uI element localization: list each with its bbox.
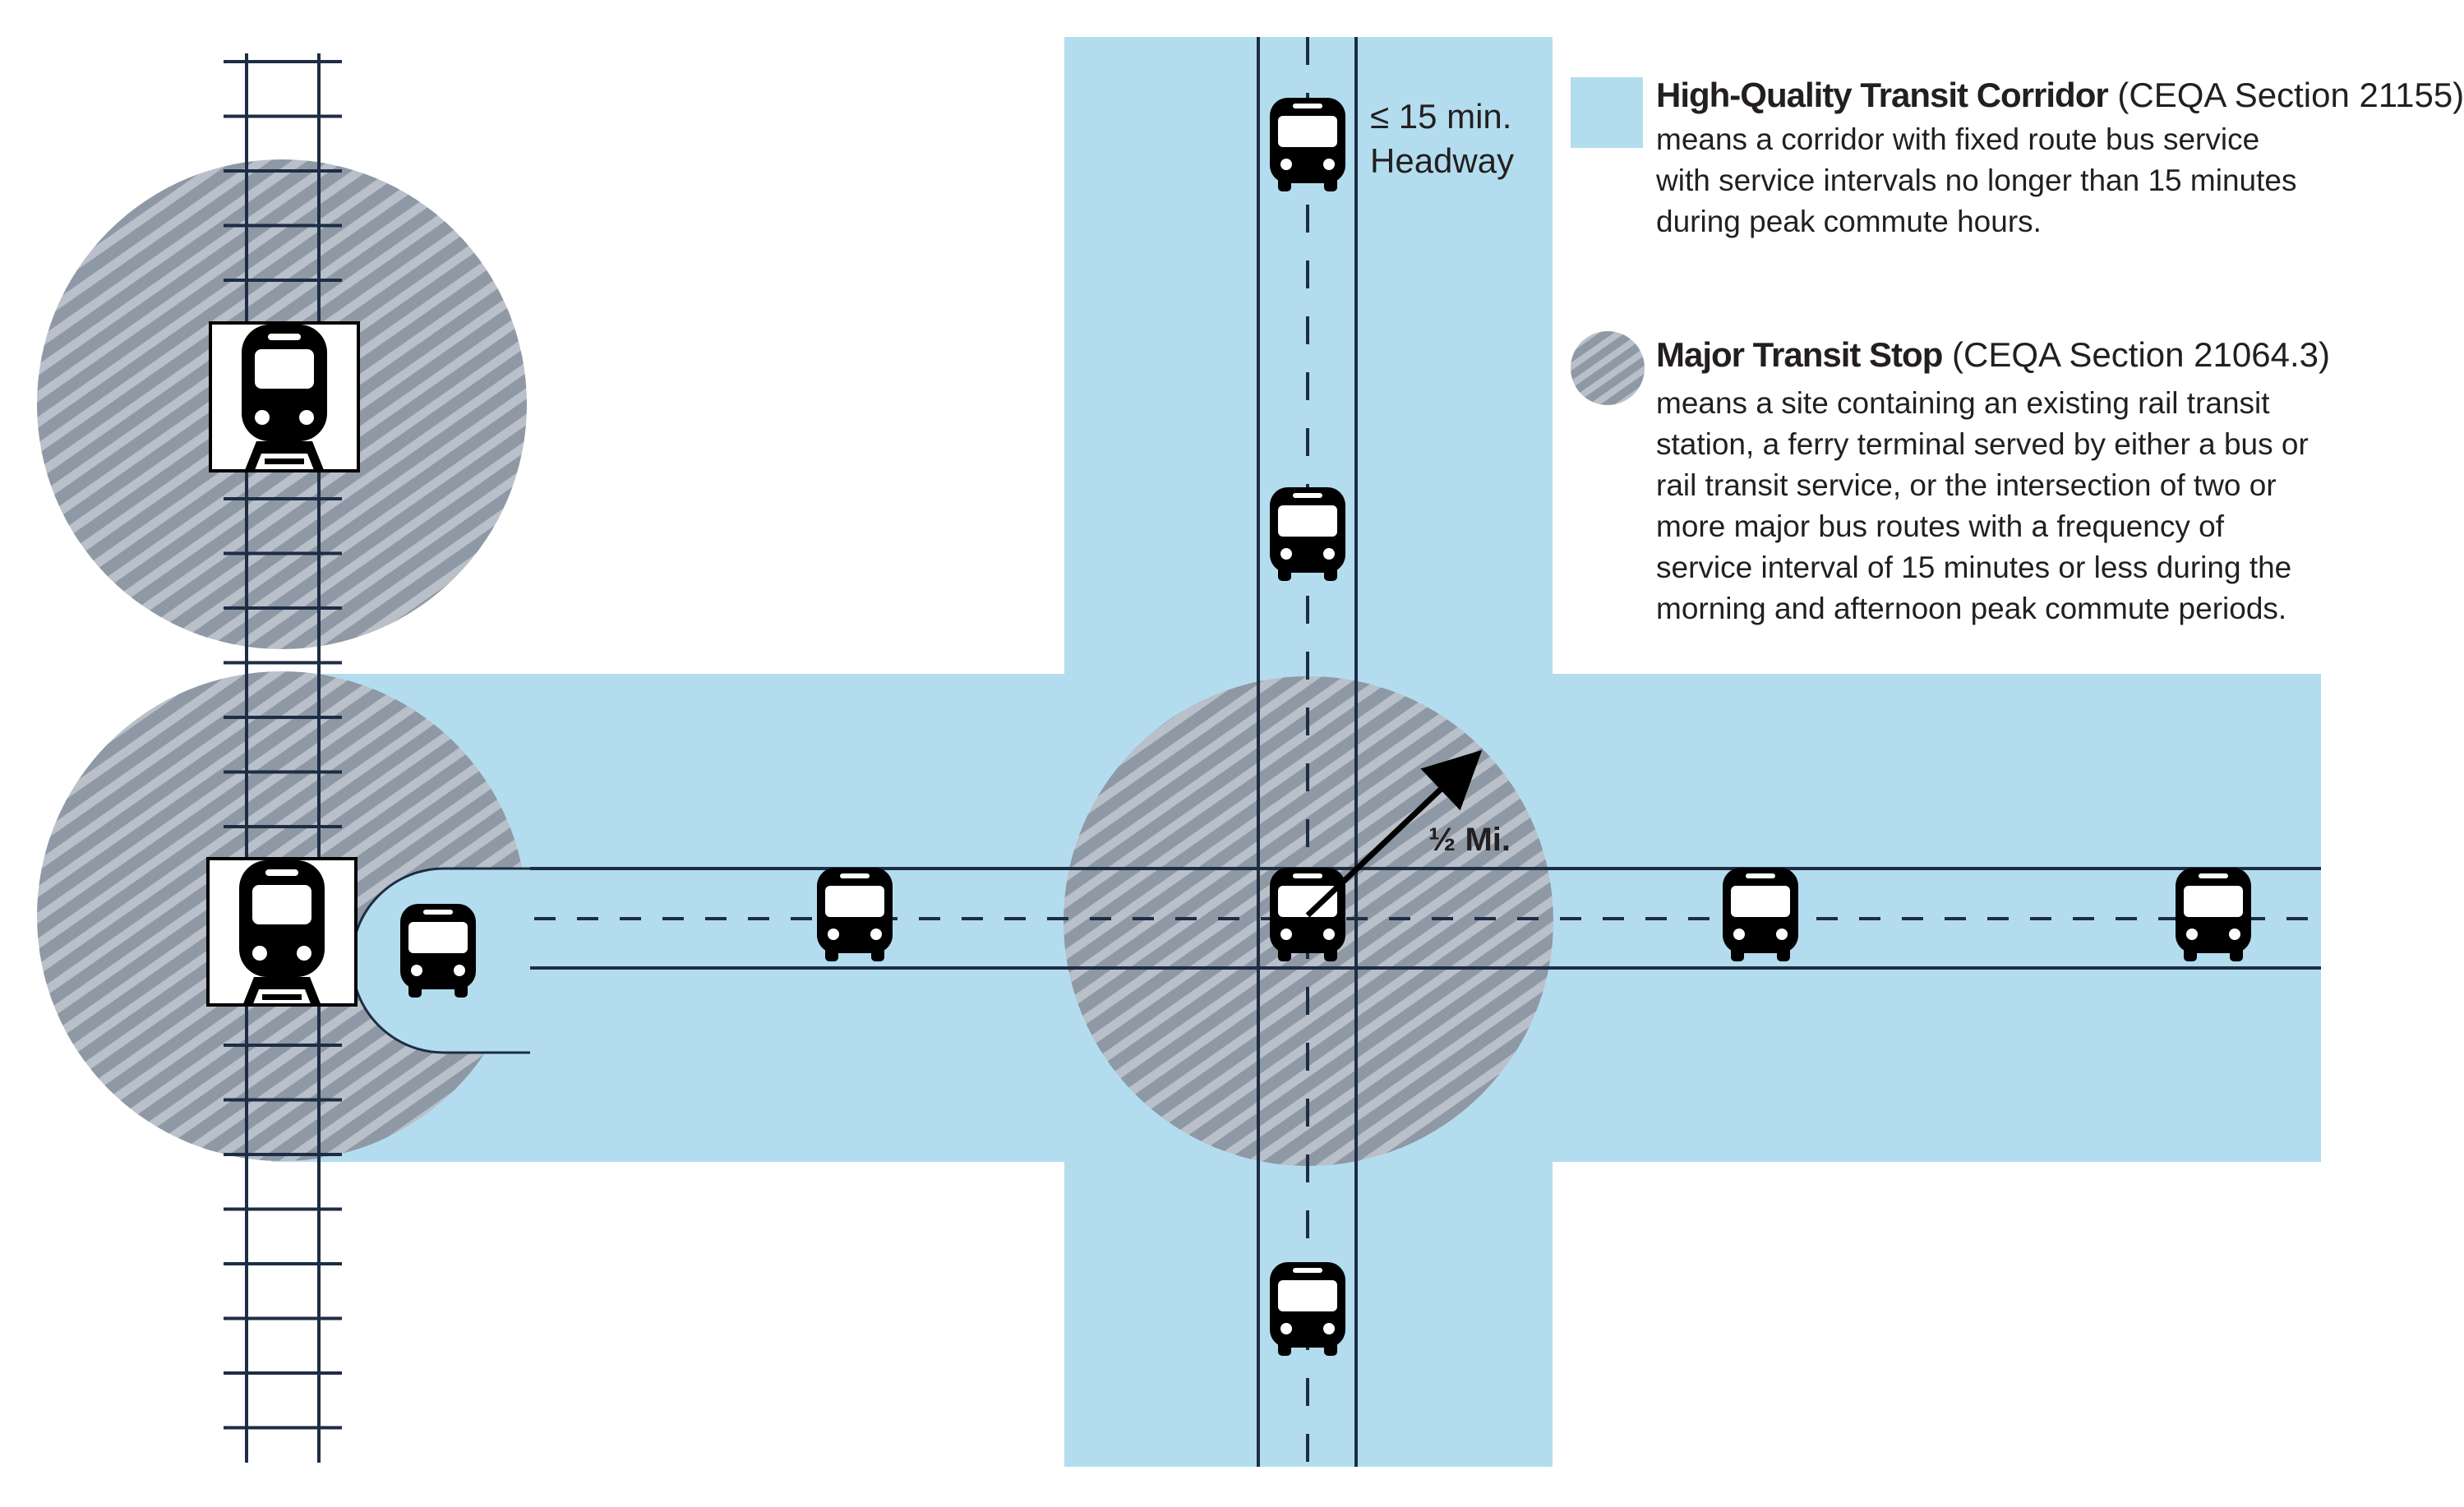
vertical-bus-route (1257, 37, 1358, 1467)
legend-corridor-description: means a corridor with fixed route bus se… (1656, 119, 2296, 242)
legend-stop-description: means a site containing an existing rail… (1656, 383, 2309, 629)
legend-corridor-heading: High-Quality Transit Corridor (CEQA Sect… (1656, 76, 2464, 115)
train-station-bottom (206, 857, 358, 1007)
train-icon (239, 860, 325, 1006)
legend-stop-line: more major bus routes with a frequency o… (1656, 509, 2224, 543)
bus-icon (817, 868, 893, 961)
bus-icon (2176, 868, 2251, 961)
headway-line-1: ≤ 15 min. (1370, 97, 1512, 136)
legend-stop-line: means a site containing an existing rail… (1656, 386, 2270, 420)
legend-stop-swatch (1571, 331, 1645, 405)
radius-arrow (1305, 749, 1483, 918)
legend-corridor-title: High-Quality Transit Corridor (1656, 76, 2109, 114)
legend-corridor-line: means a corridor with fixed route bus se… (1656, 122, 2260, 156)
legend-corridor-swatch (1571, 77, 1643, 148)
legend-stop-line: station, a ferry terminal served by eith… (1656, 427, 2309, 461)
legend-stop-section: (CEQA Section 21064.3) (1942, 335, 2330, 374)
bus-icon (1723, 868, 1798, 961)
radius-label: ½ Mi. (1428, 822, 1511, 858)
bus-icon (1270, 1262, 1345, 1356)
headway-line-2: Headway (1370, 141, 1515, 180)
horizontal-bus-route (530, 867, 2321, 970)
train-station-top (209, 321, 360, 472)
transit-diagram (37, 37, 2321, 1467)
legend-stop-line: morning and afternoon peak commute perio… (1656, 592, 2287, 625)
legend-stop-line: service interval of 15 minutes or less d… (1656, 551, 2292, 584)
bus-icon (1270, 98, 1345, 191)
train-icon (242, 325, 327, 470)
legend-stop-heading: Major Transit Stop (CEQA Section 21064.3… (1656, 335, 2330, 375)
legend-corridor-line: with service intervals no longer than 15… (1656, 164, 2297, 197)
bus-icon (400, 904, 476, 998)
bus-icon (1270, 487, 1345, 581)
legend-corridor-section: (CEQA Section 21155) (2107, 76, 2464, 114)
legend-stop-line: rail transit service, or the intersectio… (1656, 468, 2277, 502)
legend-stop-title: Major Transit Stop (1656, 335, 1943, 374)
legend-corridor-line: during peak commute hours. (1656, 205, 2042, 238)
headway-annotation: ≤ 15 min. Headway (1370, 94, 1514, 183)
